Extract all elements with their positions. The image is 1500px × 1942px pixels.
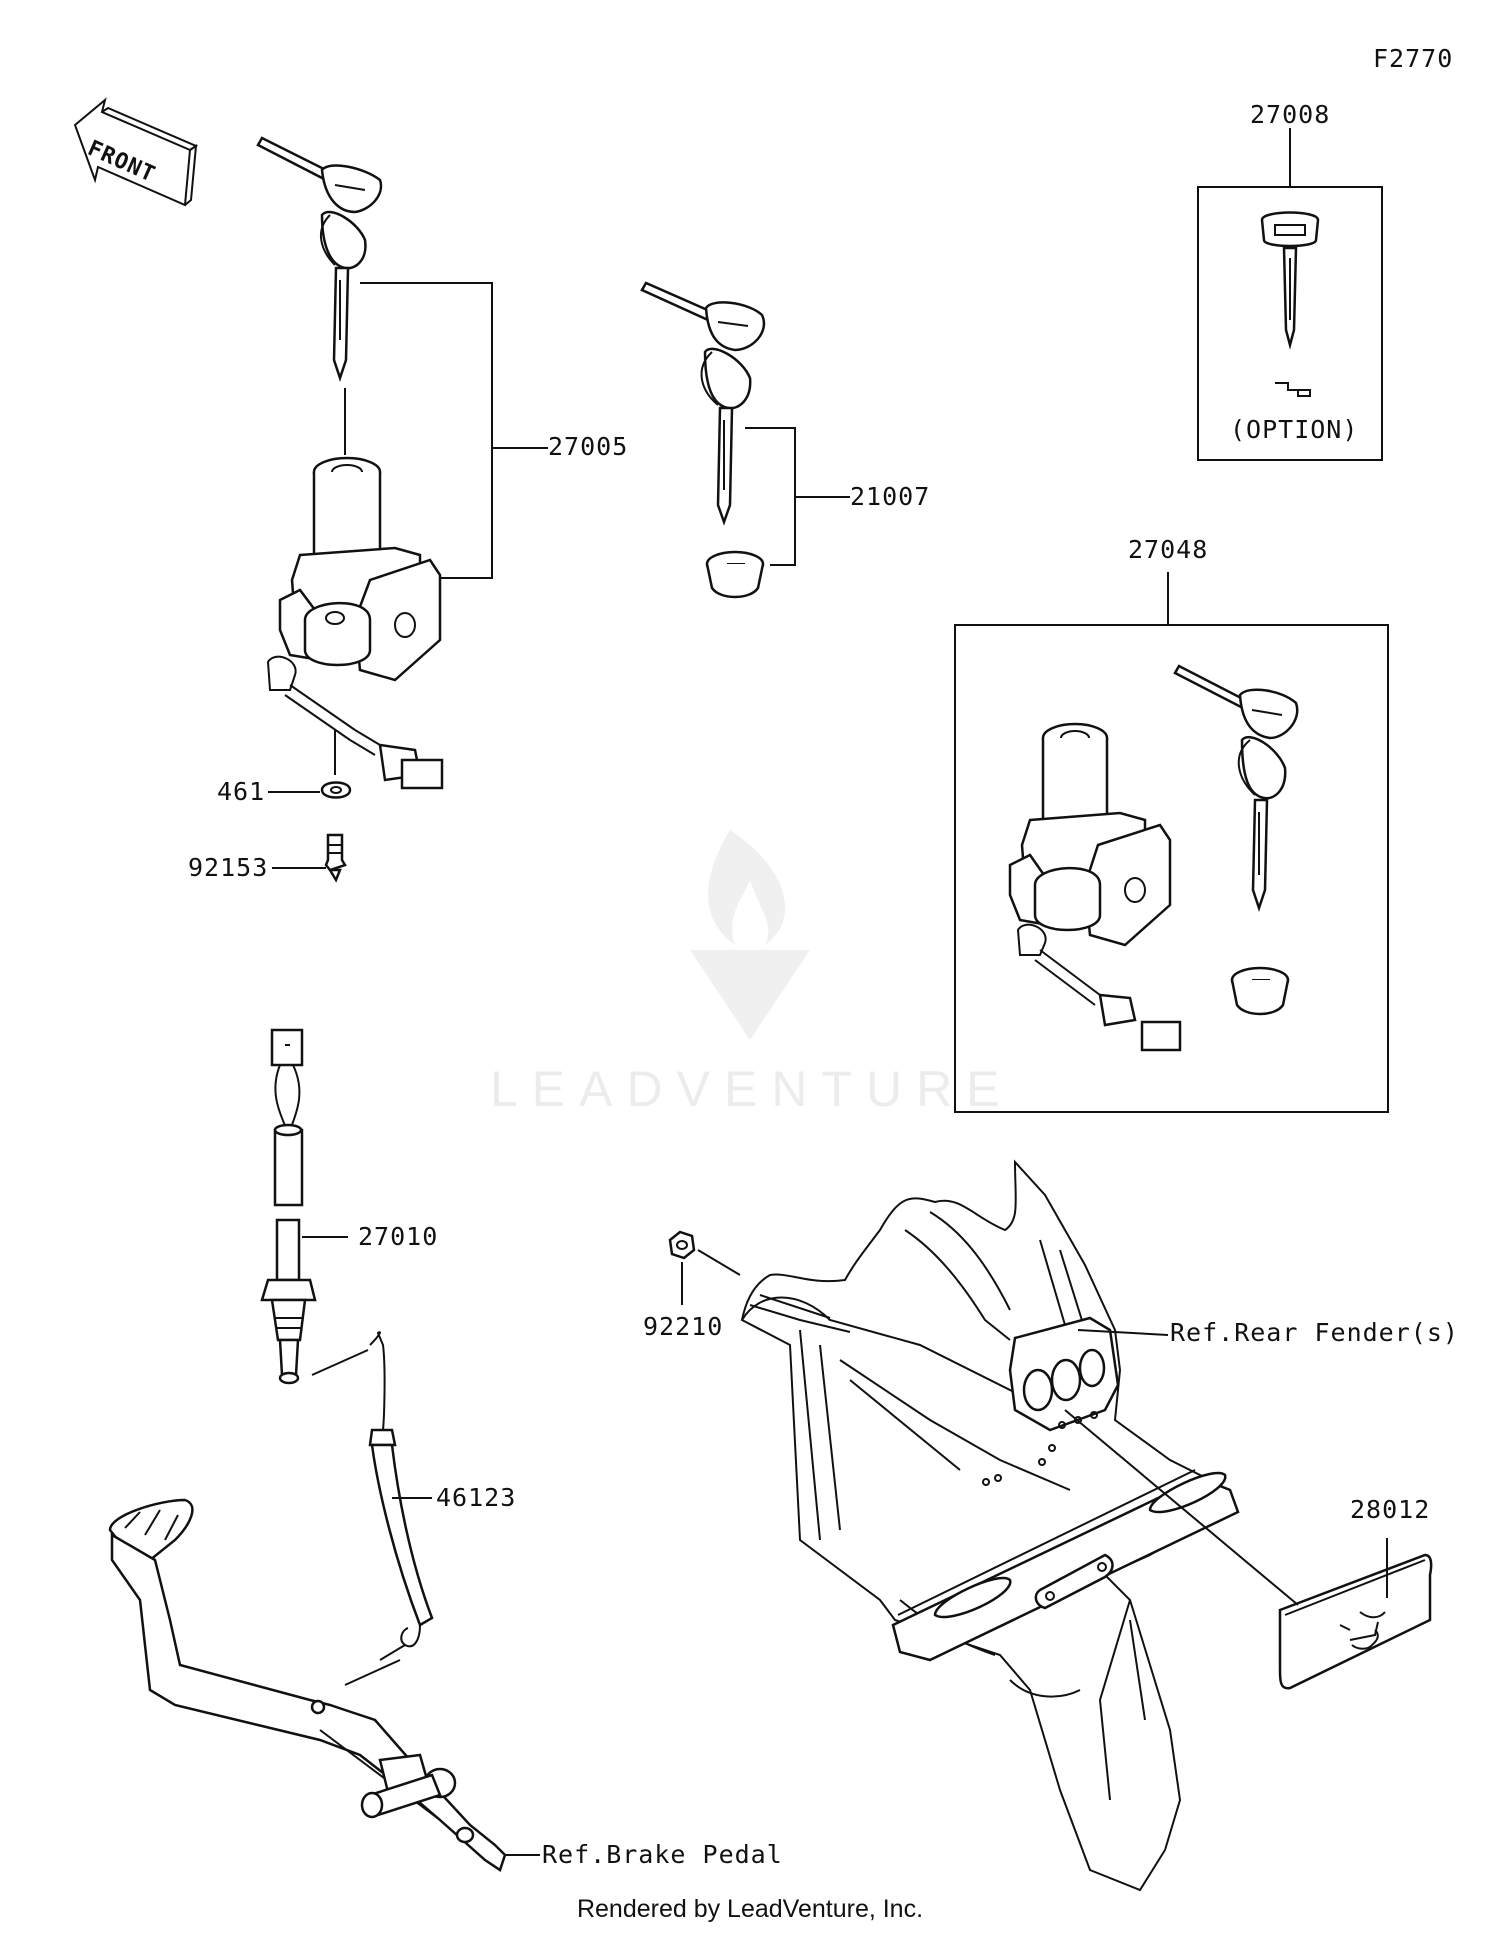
option-key	[1260, 211, 1320, 397]
spring-46123	[311, 1331, 434, 1661]
label-27005: 27005	[548, 432, 629, 461]
reflector-28012	[1064, 1409, 1433, 1690]
set-key	[1173, 664, 1299, 912]
washer-461	[268, 730, 352, 799]
label-27048: 27048	[1128, 535, 1209, 564]
label-21007: 21007	[850, 482, 931, 511]
key-21007	[640, 281, 766, 526]
watermark-logo	[690, 830, 810, 1040]
ignition-switch	[266, 456, 444, 790]
watermark-text: LEADVENTURE	[490, 1061, 1014, 1117]
ignition-key-upper	[256, 136, 383, 382]
set-ignition-switch	[1008, 722, 1182, 1052]
footer-credit: Rendered by LeadVenture, Inc.	[576, 1895, 924, 1923]
label-461: 461	[217, 777, 266, 806]
nut-92210	[668, 1230, 741, 1305]
label-27010: 27010	[358, 1222, 439, 1251]
set-box	[954, 624, 1389, 1113]
lock-cylinder-21007	[705, 550, 765, 599]
brake-switch-27010	[260, 1028, 317, 1385]
label-rear-fender: Ref.Rear Fender(s)	[1170, 1318, 1459, 1347]
leader-27005	[360, 282, 548, 579]
label-46123: 46123	[436, 1483, 517, 1512]
label-27008: 27008	[1250, 100, 1331, 129]
label-92153: 92153	[188, 853, 269, 882]
front-arrow	[73, 97, 199, 207]
tail-housing	[982, 1316, 1120, 1486]
option-box	[1197, 186, 1383, 461]
diagram-code: F2770	[1373, 44, 1454, 73]
label-brake-pedal: Ref.Brake Pedal	[542, 1840, 783, 1869]
label-92210: 92210	[643, 1312, 724, 1341]
screw-92153	[272, 833, 347, 883]
plate-bracket	[891, 1469, 1240, 1662]
option-label: (OPTION)	[1230, 415, 1359, 444]
leader-21007	[745, 427, 850, 566]
brake-pedal	[108, 1498, 507, 1872]
label-28012: 28012	[1350, 1495, 1431, 1524]
leader-rear-fender	[1077, 1329, 1169, 1336]
set-lock-cylinder	[1230, 966, 1290, 1016]
